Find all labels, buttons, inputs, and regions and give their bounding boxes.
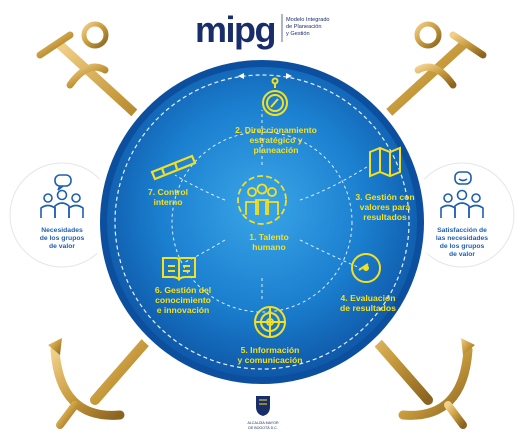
right-panel-line-4: de valor — [449, 251, 475, 258]
dimension-2-line-2: estratégico y — [249, 135, 302, 145]
dimension-6-line-3: e innovación — [157, 305, 210, 315]
brand-header: mipg Modelo Integrado de Planeación y Ge… — [180, 2, 348, 52]
dimension-7-line-1: 7. Control — [148, 187, 188, 197]
radar-icon — [254, 306, 286, 338]
dimension-3-line-1: 3. Gestión con — [355, 192, 414, 202]
compass-icon — [262, 77, 288, 116]
brand-name-line-1: Modelo Integrado — [286, 17, 330, 23]
dimension-6-line-1: 6. Gestión del — [155, 285, 211, 295]
gauge-icon — [351, 253, 381, 283]
outer-dashed-ring — [114, 74, 410, 370]
dimension-5-line-1: 5. Información — [241, 345, 300, 355]
left-panel: Necesidades de los grupos de valor — [9, 162, 115, 268]
main-disc — [94, 54, 430, 390]
connector-lines — [174, 110, 371, 300]
bogota-shield-icon — [256, 396, 270, 416]
dimension-7: 7. Control interno — [148, 154, 197, 207]
ring-arrows — [238, 73, 292, 79]
left-panel-line-1: Necesidades — [41, 227, 83, 234]
dimension-2: 2. Direccionamiento estratégico y planea… — [235, 77, 317, 155]
right-panel-line-2: las necesidades — [436, 235, 488, 242]
dimension-5: 5. Información y comunicación — [238, 306, 303, 365]
center-label-line-2: humano — [252, 242, 285, 252]
telescope-icon — [150, 154, 197, 181]
mipg-logo: mipg — [195, 9, 275, 50]
left-panel-line-2: de los grupos — [40, 235, 85, 242]
dimension-5-line-2: y comunicación — [238, 355, 303, 365]
left-panel-line-3: de valor — [49, 243, 75, 250]
right-panel-line-1: Satisfacción de — [437, 227, 487, 234]
dimension-3-line-3: resultados — [363, 212, 407, 222]
people-smile-icon — [440, 171, 484, 218]
dimension-4: 4. Evaluación de resultados — [340, 253, 396, 313]
dimension-7-line-2: interno — [153, 197, 182, 207]
footer-line-1: ALCALDÍA MAYOR — [247, 421, 278, 425]
map-icon — [369, 146, 401, 178]
footer-plaque: ALCALDÍA MAYOR DE BOGOTÁ D.C. — [238, 388, 288, 442]
brand-name-line-2: de Planeación — [286, 24, 321, 30]
book-icon — [162, 257, 196, 281]
dimension-3-line-2: valores para — [360, 202, 411, 212]
dimension-4-line-1: 4. Evaluación — [341, 293, 396, 303]
dimension-2-line-3: planeación — [254, 145, 299, 155]
center-node: 1. Talento humano — [237, 175, 289, 252]
dimension-6: 6. Gestión del conocimiento e innovación — [155, 257, 211, 315]
people-speech-icon — [40, 174, 84, 218]
right-panel-line-3: de los grupos — [440, 243, 485, 250]
center-label-line-1: 1. Talento — [249, 232, 288, 242]
dimension-2-line-1: 2. Direccionamiento — [235, 125, 317, 135]
inner-dashed-ring — [171, 131, 353, 313]
dimension-4-line-2: de resultados — [340, 303, 396, 313]
right-panel: Satisfacción de las necesidades de los g… — [409, 162, 515, 268]
footer-line-2: DE BOGOTÁ D.C. — [248, 426, 278, 430]
dimension-3: 3. Gestión con valores para resultados — [355, 146, 415, 222]
dimension-6-line-2: conocimiento — [155, 295, 211, 305]
people-gear-icon — [237, 175, 287, 225]
brand-name-line-3: y Gestión — [286, 31, 310, 37]
